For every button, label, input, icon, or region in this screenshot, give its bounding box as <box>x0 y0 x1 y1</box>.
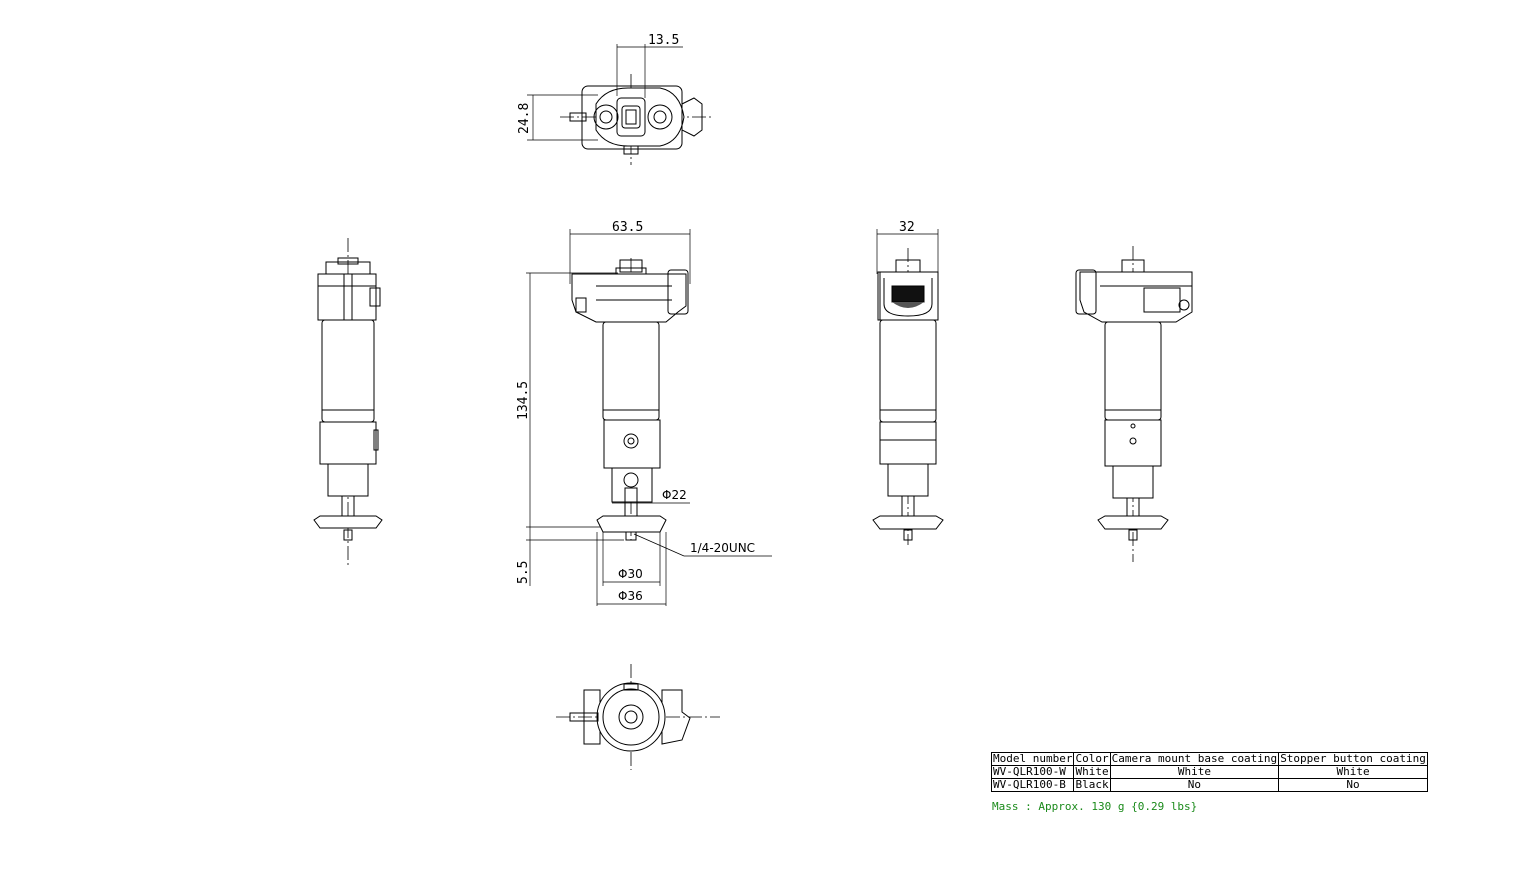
header-model-number: Model number <box>990 752 1075 766</box>
dim-thread: 1/4-20UNC <box>690 541 755 555</box>
cell-model: WV-QLR100-B <box>990 778 1075 792</box>
dim-front-width: 63.5 <box>612 220 643 235</box>
cell-mount-coating: White <box>1109 765 1280 779</box>
dim-top-offset: 13.5 <box>648 33 679 48</box>
cell-stopper-coating: No <box>1278 778 1428 792</box>
cell-color: White <box>1073 765 1111 779</box>
left-side-view <box>313 238 383 568</box>
dim-overall-height: 134.5 <box>516 381 531 420</box>
specification-table: Model number Color Camera mount base coa… <box>990 752 1428 792</box>
right-side-view: 32 <box>872 220 944 545</box>
dim-base-thickness: 5.5 <box>516 561 531 584</box>
table-row: WV-QLR100-W White White White <box>990 765 1428 779</box>
front-view: 63.5 134.5 5.5 Φ22 1/4-20UNC Φ30 Φ36 <box>516 220 772 606</box>
table-row: WV-QLR100-B Black No No <box>990 778 1428 792</box>
header-stopper-button-coating: Stopper button coating <box>1278 752 1428 766</box>
table-header-row: Model number Color Camera mount base coa… <box>990 752 1428 766</box>
dim-knob-outer: Φ36 <box>618 589 643 603</box>
rear-view <box>1075 246 1193 562</box>
cell-stopper-coating: White <box>1278 765 1428 779</box>
dim-knob-inner: Φ30 <box>618 567 643 581</box>
cell-mount-coating: No <box>1109 778 1280 792</box>
dim-side-width: 32 <box>899 220 915 235</box>
mass-note: Mass : Approx. 130 g {0.29 lbs} <box>992 800 1198 813</box>
cell-model: WV-QLR100-W <box>990 765 1075 779</box>
top-view: 13.5 24.8 <box>517 33 712 165</box>
header-camera-mount-coating: Camera mount base coating <box>1109 752 1280 766</box>
bottom-view <box>556 664 720 770</box>
cell-color: Black <box>1073 778 1111 792</box>
dim-shaft-diameter: Φ22 <box>662 488 687 502</box>
header-color: Color <box>1073 752 1111 766</box>
dim-top-height: 24.8 <box>517 103 532 134</box>
